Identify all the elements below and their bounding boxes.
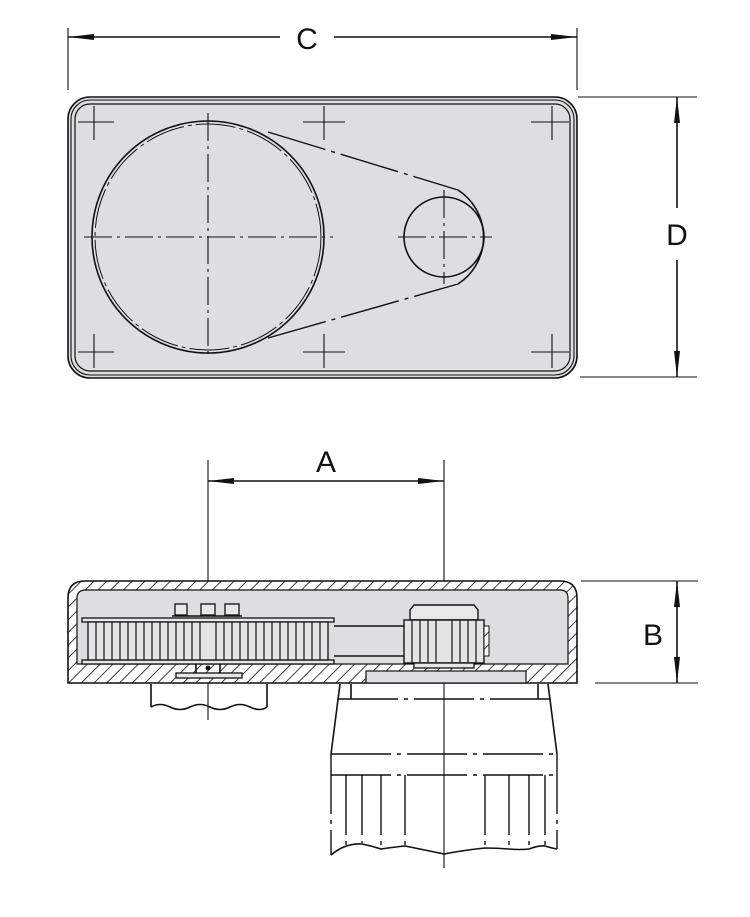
motor-taper	[330, 683, 558, 755]
shaft-key	[205, 665, 211, 671]
small-pulley-side	[403, 604, 490, 669]
small-pulley-side-detail	[483, 625, 490, 657]
mount-cross-top-right	[531, 106, 569, 140]
dimension-a: A	[207, 446, 445, 868]
belt-side	[334, 625, 404, 657]
motor-fins	[330, 754, 558, 855]
mount-cross-top-mid	[303, 106, 345, 140]
mount-cross-bottom-mid	[303, 334, 345, 368]
motor-flange-posts	[350, 684, 539, 699]
dimension-label-b: B	[643, 619, 663, 652]
housing-outline-mid	[70, 99, 575, 376]
bolt-1	[174, 603, 188, 616]
mounting-marks	[78, 106, 569, 368]
bolt-3	[224, 603, 240, 616]
hub-lines	[195, 664, 221, 673]
hub-plate	[175, 672, 243, 679]
small-pulley-cap	[409, 604, 479, 621]
mount-cross-bottom-right	[531, 334, 569, 368]
shaft-stub-sides	[150, 684, 268, 707]
dimension-d: D	[578, 96, 697, 378]
output-shaft-stub	[150, 684, 268, 711]
motor	[330, 683, 558, 856]
small-pulley-teeth	[411, 620, 477, 663]
mount-cross-bottom-left	[78, 334, 114, 368]
dimension-label-c: C	[296, 23, 318, 56]
dimension-label-a: A	[316, 446, 336, 479]
housing-outline-inner	[74, 103, 571, 372]
belt-line-bottom	[267, 283, 459, 339]
motor-break-line	[330, 843, 558, 856]
motor-opening	[365, 670, 527, 684]
bolt-2	[200, 603, 216, 616]
large-pulley-side	[81, 603, 335, 679]
small-pulley-base	[413, 662, 475, 669]
mount-cross-top-left	[78, 106, 114, 140]
dimension-b: B	[581, 580, 698, 684]
top-view	[67, 96, 578, 379]
pulley-teeth-body	[87, 621, 329, 661]
small-pulley-body	[403, 619, 485, 664]
shaft-break-line	[150, 703, 268, 711]
dimension-c: C	[67, 23, 578, 90]
belt-line-top	[267, 131, 459, 191]
pulley-teeth	[95, 622, 321, 660]
side-section-view	[67, 580, 578, 684]
dimension-label-d: D	[666, 219, 688, 252]
